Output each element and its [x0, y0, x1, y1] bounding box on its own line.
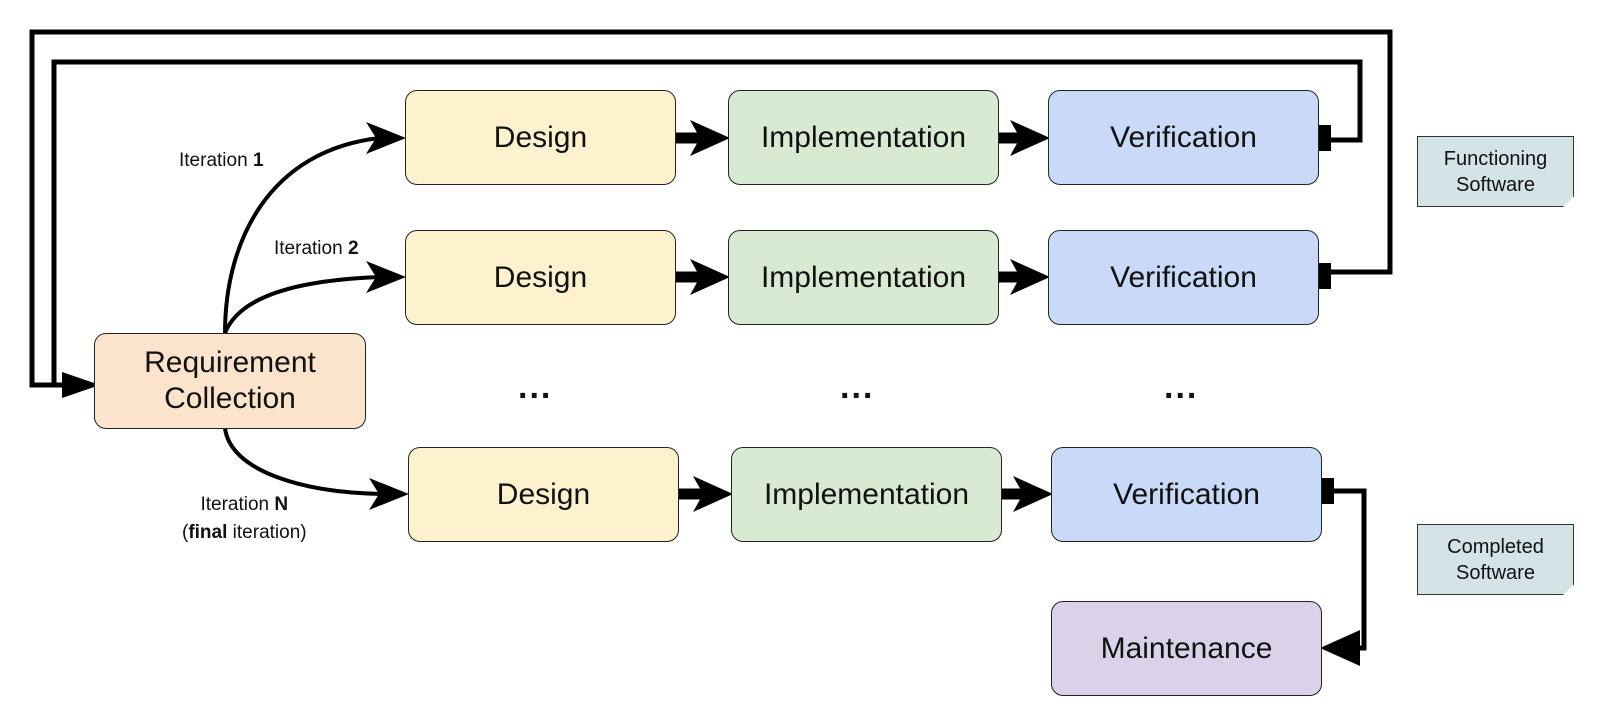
requirement-collection-box: Requirement Collection [94, 333, 366, 429]
ellipsis-verification: ... [1164, 368, 1199, 406]
verification-box-1: Verification [1048, 90, 1319, 185]
implementation-label-1: Implementation [760, 120, 967, 154]
verification-label-2: Verification [1110, 260, 1257, 294]
arrowhead-design-impl-1 [690, 120, 730, 156]
verification-box-2: Verification [1048, 230, 1319, 325]
maintenance-label: Maintenance [1100, 631, 1273, 665]
ellipsis-design: ... [518, 368, 553, 406]
iteration-n-arrow [223, 427, 386, 496]
functioning-software-label: Functioning Software [1443, 147, 1548, 196]
verification-label-1: Verification [1110, 120, 1257, 154]
design-label-2: Design [493, 260, 588, 294]
iteration-1-arrow [223, 136, 381, 334]
requirement-collection-label: Requirement Collection [144, 346, 316, 415]
design-label-n: Design [496, 477, 591, 511]
design-label-1: Design [493, 120, 588, 154]
iteration-n-prefix: Iteration [200, 494, 275, 515]
iteration-2-label: Iteration 2 [274, 238, 359, 260]
iteration-n-line-1: Iteration N [182, 491, 307, 519]
arrowhead-design-impl-2 [690, 259, 730, 295]
arrowhead-impl-verif-n [1013, 476, 1053, 512]
maintenance-box: Maintenance [1051, 601, 1322, 696]
design-box-1: Design [405, 90, 676, 185]
ellipsis-implementation: ... [840, 368, 875, 406]
iteration-1-number: 1 [252, 150, 264, 171]
iteration-2-prefix: Iteration [274, 238, 348, 259]
functioning-software-note: Functioning Software [1417, 136, 1574, 207]
iteration-2-number: 2 [347, 238, 359, 259]
verification-label-n: Verification [1113, 477, 1260, 511]
iteration-n-number: N [274, 494, 289, 515]
completed-software-note: Completed Software [1417, 524, 1574, 595]
completed-software-label: Completed Software [1447, 535, 1544, 584]
iteration-n-final: final [188, 521, 228, 543]
iteration-n-arrowhead [369, 478, 409, 510]
feedback-loop-inner [51, 59, 1363, 385]
arrow-verif-maintenance [1334, 488, 1367, 651]
iteration-n-suffix: iteration) [227, 521, 307, 543]
feedback-arrowhead [62, 372, 100, 398]
implementation-label-n: Implementation [763, 477, 970, 511]
iteration-n-label: Iteration N (final iteration) [182, 491, 307, 546]
design-box-n: Design [408, 447, 679, 542]
arrowhead-impl-verif-1 [1010, 120, 1050, 156]
implementation-box-1: Implementation [728, 90, 999, 185]
feedback-loop-outer [29, 29, 1393, 388]
iteration-2-arrowhead [366, 261, 406, 293]
implementation-box-2: Implementation [728, 230, 999, 325]
verification-box-n: Verification [1051, 447, 1322, 542]
iteration-1-label: Iteration 1 [179, 150, 264, 172]
arrowhead-verif-maintenance [1320, 630, 1360, 666]
iteration-2-arrow [223, 275, 381, 334]
design-box-2: Design [405, 230, 676, 325]
arrowhead-design-impl-n [693, 476, 733, 512]
iteration-n-paren: ( [182, 521, 189, 543]
implementation-label-2: Implementation [760, 260, 967, 294]
iteration-n-line-2: (final iteration) [182, 519, 307, 547]
iteration-1-arrowhead [366, 122, 406, 154]
arrowhead-impl-verif-2 [1010, 259, 1050, 295]
implementation-box-n: Implementation [731, 447, 1002, 542]
iteration-1-prefix: Iteration [179, 150, 253, 171]
